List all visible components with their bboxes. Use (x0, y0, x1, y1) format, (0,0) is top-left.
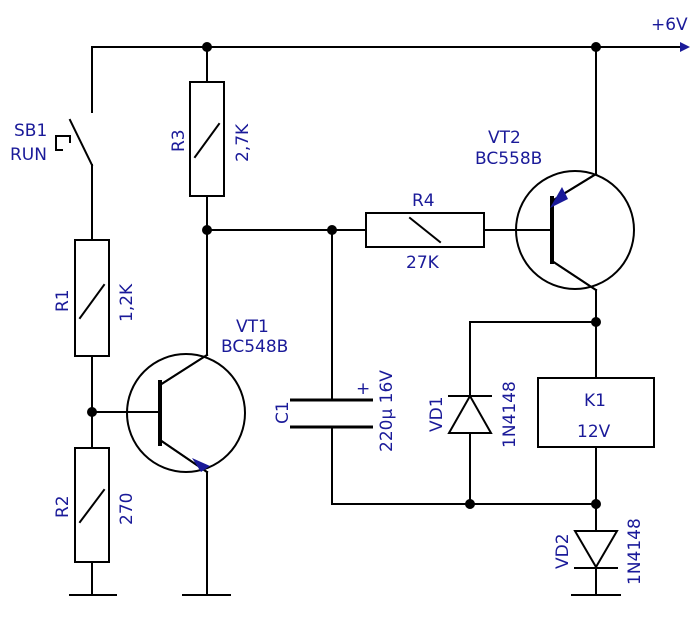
junction-dot (591, 317, 601, 327)
junction-dot (591, 42, 601, 52)
resistor-ref: R3 (169, 129, 189, 152)
junction-dot (591, 499, 601, 509)
supply-label: +6V (651, 15, 688, 35)
diode-model: 1N4148 (625, 518, 645, 585)
transistor-model: BC548B (221, 337, 288, 357)
resistor-value: 270 (117, 493, 137, 525)
resistor-ref: R2 (53, 495, 73, 518)
diode-model: 1N4148 (500, 381, 520, 448)
supply-arrow-icon (680, 42, 690, 52)
resistor-value: 27K (406, 253, 440, 273)
resistor-ref: R4 (412, 191, 435, 211)
resistor-value: 2,7K (233, 123, 253, 162)
resistor-value: 1,2K (117, 283, 137, 322)
resistor-ref: R1 (53, 289, 73, 312)
capacitor-value: 220µ 16V (377, 370, 397, 452)
relay-rating: 12V (577, 422, 611, 442)
junctions (87, 42, 601, 509)
relay-ref: K1 (584, 391, 606, 411)
emitter-arrow-icon (192, 458, 210, 472)
transistor-ref: VT1 (236, 317, 269, 337)
resistor-r3: R3 2,7K (169, 81, 253, 197)
switch-sb1: SB1 RUN (10, 118, 94, 167)
diode-ref: VD2 (553, 533, 573, 569)
emitter-arrow-icon (550, 187, 568, 208)
diode-vd1: VD1 1N4148 (427, 381, 520, 448)
junction-dot (465, 499, 475, 509)
transistor-ref: VT2 (488, 128, 521, 148)
junction-dot (87, 407, 97, 417)
relay-k1: K1 12V (537, 377, 655, 448)
junction-dot (202, 42, 212, 52)
switch-name: RUN (10, 145, 47, 165)
resistor-r1: R1 1,2K (53, 239, 137, 357)
junction-dot (327, 225, 337, 235)
junction-dot (202, 225, 212, 235)
capacitor-ref: C1 (273, 401, 293, 424)
transistor-model: BC558B (475, 149, 542, 169)
transistor-vt1: VT1 BC548B (126, 317, 288, 474)
switch-ref: SB1 (14, 121, 47, 141)
resistor-r2: R2 270 (53, 447, 137, 563)
diode-ref: VD1 (427, 396, 447, 432)
transistor-vt2: VT2 BC558B (475, 128, 635, 292)
capacitor-c1: + C1 220µ 16V (273, 370, 397, 452)
capacitor-polarity: + (356, 379, 370, 399)
resistor-r4: R4 27K (365, 191, 485, 273)
diode-vd2: VD2 1N4148 (553, 518, 645, 585)
